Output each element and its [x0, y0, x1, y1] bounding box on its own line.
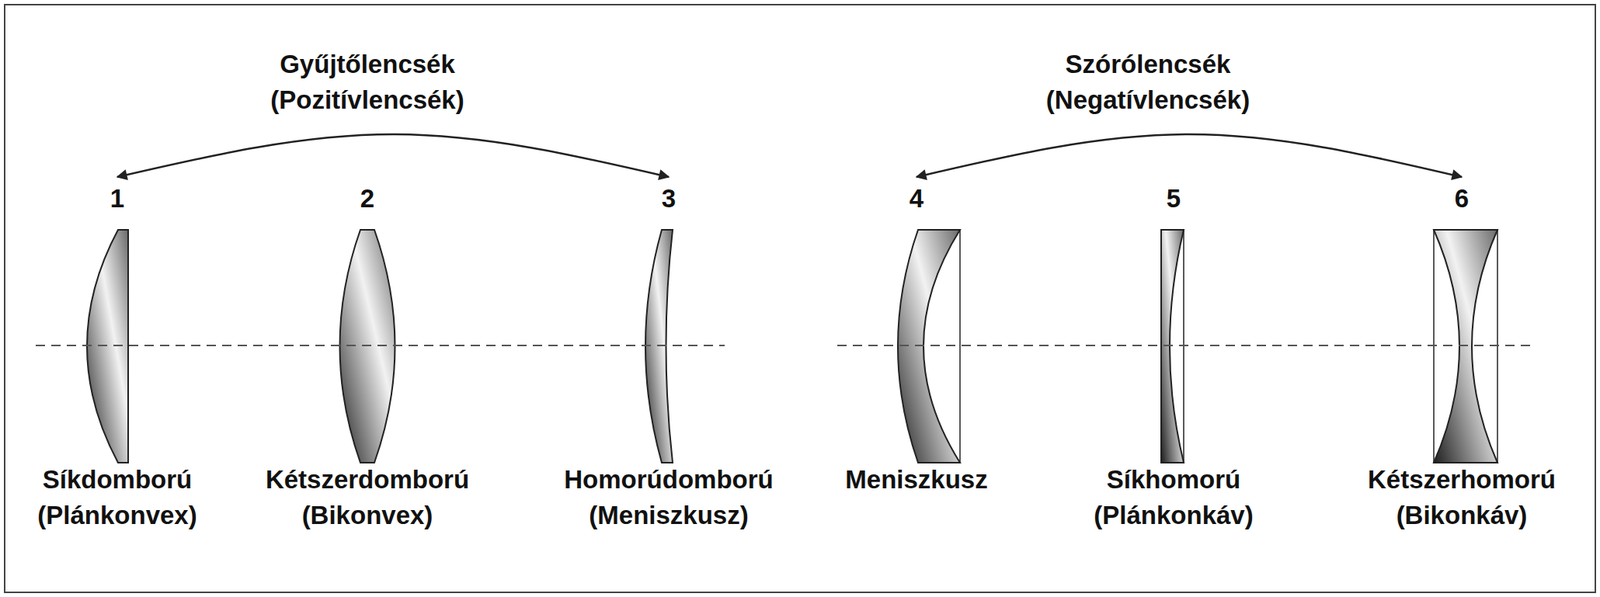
lens-entry: 4Meniszkusz: [845, 183, 988, 498]
frame-border: [4, 4, 1596, 593]
group-heading: Gyűjtőlencsék (Pozitívlencsék): [270, 46, 464, 119]
double-arrow: [117, 134, 669, 178]
lens-name: Homorúdomború (Meniszkusz): [563, 462, 773, 534]
lens-space: [1460, 214, 1462, 463]
lens-name: Kétszerdomború (Bikonvex): [265, 462, 470, 534]
lens-name: Meniszkusz: [845, 462, 988, 498]
lens-entry: 1Síkdomború (Plánkonvex): [37, 183, 197, 534]
callout-number: 5: [1166, 183, 1181, 215]
lens-name: Kétszerhomorú (Bikonkáv): [1367, 462, 1556, 534]
lens-name: Síkdomború (Plánkonvex): [37, 462, 197, 534]
lens-name: Síkhomorú (Plánkonkáv): [1093, 462, 1253, 534]
group-heading: Szórólencsék (Negatívlencsék): [1046, 46, 1250, 119]
lens-space: [366, 214, 368, 463]
lens-space: [668, 214, 670, 463]
lens-entry: 3Homorúdomború (Meniszkusz): [563, 183, 773, 534]
lens-entry: 5Síkhomorú (Plánkonkáv): [1093, 183, 1253, 534]
double-arrow: [916, 134, 1462, 178]
lens-entry: 2Kétszerdomború (Bikonvex): [265, 183, 470, 534]
callout-number: 3: [661, 183, 676, 215]
optical-axis: [35, 344, 725, 347]
callout-number: 6: [1454, 183, 1469, 215]
lens-entry: 6Kétszerhomorú (Bikonkáv): [1367, 183, 1556, 534]
lens-space: [116, 214, 118, 463]
optical-axis: [837, 344, 1531, 347]
callout-number: 2: [360, 183, 375, 215]
lens-space: [1172, 214, 1174, 463]
callout-number: 4: [909, 183, 924, 215]
callout-number: 1: [110, 183, 125, 215]
lens-space: [915, 214, 917, 463]
lens-outline: [959, 229, 961, 463]
